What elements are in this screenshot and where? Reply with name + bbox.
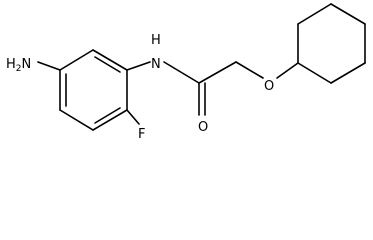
cyclohexane-bond-1: [297, 62, 332, 84]
cyclohexane-bond-5: [297, 3, 332, 25]
amide-n-label: N: [151, 57, 161, 72]
ring-inner-bond-2: [94, 107, 121, 124]
ring-inner-bond-1: [94, 56, 121, 73]
molecule-diagram: H2N H N O O F: [6, 3, 366, 142]
ring-bond-3: [92, 109, 128, 131]
fluorine-bond: [126, 109, 140, 125]
amine-bond: [37, 61, 61, 71]
ether-o-to-ring-bond: [276, 62, 299, 79]
cyclohexane-bond-4: [330, 3, 366, 25]
amide-n-to-carbonyl-bond: [163, 61, 200, 84]
ring-bond-4: [59, 109, 94, 131]
amine-h-count: 2: [16, 64, 22, 74]
ch2-to-ether-o-bond: [235, 61, 264, 79]
amine-label: H2N: [6, 57, 31, 74]
cyclohexane-bond-2: [330, 62, 366, 84]
fluorine-label: F: [138, 127, 145, 142]
carbonyl-o-label: O: [198, 120, 208, 135]
carbonyl-to-ch2-bond: [198, 61, 237, 84]
structure-svg: H2N H N O O F: [6, 3, 366, 142]
ring-bond-1: [92, 49, 128, 71]
ring-bond-6: [59, 49, 94, 71]
ether-o-label: O: [264, 79, 274, 94]
amine-h-label: H: [6, 57, 16, 72]
amine-n-label: N: [22, 57, 32, 72]
ring-to-amide-n-bond: [126, 61, 151, 71]
amide-h-label: H: [151, 33, 161, 48]
